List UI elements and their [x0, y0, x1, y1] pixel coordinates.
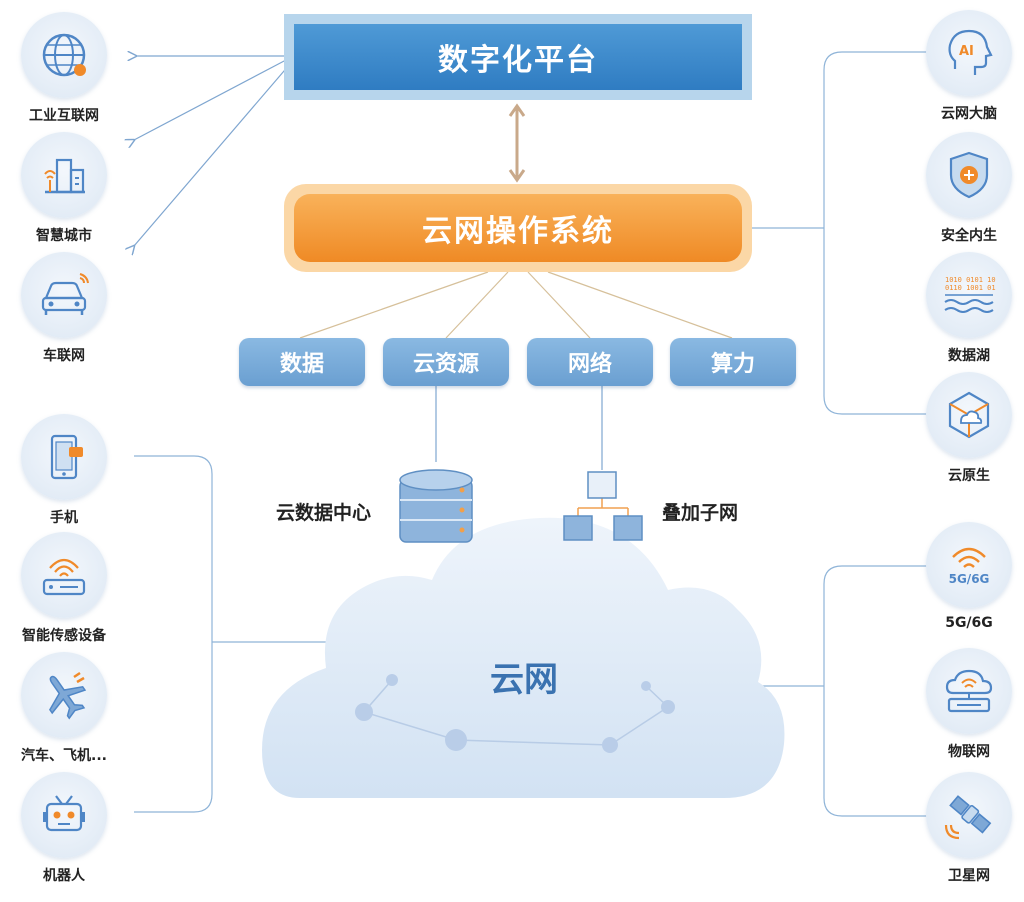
- node-endogenous-security: 安全内生: [914, 132, 1024, 245]
- node-label: 物联网: [948, 744, 990, 760]
- node-data-lake: 1010 0101 10 0110 1001 01 数据湖: [914, 252, 1024, 365]
- cloud-os-title: 云网操作系统: [294, 194, 742, 262]
- robot-icon: [43, 795, 85, 832]
- platform-arrows: [134, 56, 291, 246]
- resource-pill-network: 网络: [527, 338, 653, 386]
- node-smart-sensor: 智能传感设备: [9, 532, 119, 645]
- node-label: 云原生: [948, 468, 990, 484]
- node-label: 数据湖: [948, 348, 990, 364]
- node-iot: 物联网: [914, 648, 1024, 761]
- iot-icon: [945, 669, 993, 713]
- node-label: 手机: [50, 510, 78, 526]
- overlay-subnet-label: 叠加子网: [662, 502, 739, 524]
- phone-icon: [50, 434, 83, 480]
- wifi-5g-icon: 5G/6G: [949, 547, 990, 586]
- digital-platform-title: 数字化平台: [294, 24, 742, 90]
- svg-text:1010 0101 10: 1010 0101 10: [945, 276, 996, 284]
- node-label: 安全内生: [941, 228, 997, 244]
- node-satellite: 卫星网: [914, 772, 1024, 885]
- right-top-bracket: [752, 51, 930, 415]
- os-pill-lines: [299, 271, 733, 339]
- node-label: 汽车、飞机...: [21, 748, 107, 764]
- database-icon: [399, 469, 473, 543]
- ai-head-icon: AI: [948, 29, 993, 75]
- resource-pill-data: 数据: [239, 338, 365, 386]
- node-vehicles-aircraft: 汽车、飞机...: [9, 652, 119, 765]
- digital-platform-box: 数字化平台: [284, 14, 752, 100]
- node-robot: 机器人: [9, 772, 119, 885]
- resource-pill-cloud: 云资源: [383, 338, 509, 386]
- cloud-shape: [262, 517, 785, 798]
- ai-badge: AI: [959, 44, 974, 59]
- left-bottom-bracket: [134, 455, 330, 813]
- 5g-badge: 5G/6G: [949, 572, 990, 586]
- node-label: 智能传感设备: [22, 628, 106, 644]
- cloud-network-nodes: [355, 674, 675, 753]
- node-vehicle-network: 车联网: [9, 252, 119, 365]
- pill-down-lines: [435, 386, 603, 470]
- node-cloud-brain: AI 云网大脑: [914, 10, 1024, 123]
- subnet-icon: [577, 498, 629, 516]
- airplane-icon: [49, 671, 87, 720]
- right-bottom-bracket: [762, 565, 930, 817]
- node-label: 机器人: [43, 868, 85, 884]
- node-cloud-native: 云原生: [914, 372, 1024, 485]
- node-phone: 手机: [9, 414, 119, 527]
- svg-text:0110 1001 01: 0110 1001 01: [945, 284, 996, 292]
- cloud-os-box: 云网操作系统: [284, 184, 752, 272]
- platform-os-arrow: [508, 103, 526, 183]
- node-smart-city: 智慧城市: [9, 132, 119, 245]
- node-label: 云网大脑: [941, 106, 997, 122]
- shield-icon: [949, 151, 989, 199]
- cloud-network-label: 云网: [490, 660, 558, 700]
- datacenter-label: 云数据中心: [276, 502, 372, 524]
- node-label: 智慧城市: [36, 228, 92, 244]
- globe-icon: [42, 33, 86, 77]
- node-5g-6g: 5G/6G 5G/6G: [914, 522, 1024, 631]
- subnet-boxes: [563, 471, 643, 541]
- city-icon: [44, 158, 85, 194]
- cloud-native-icon: [948, 391, 990, 439]
- car-icon: [41, 273, 89, 315]
- node-label: 5G/6G: [945, 615, 993, 631]
- node-label: 车联网: [43, 348, 85, 364]
- router-icon: [42, 558, 86, 596]
- node-label: 卫星网: [948, 868, 990, 884]
- satellite-icon: [944, 795, 992, 840]
- node-label: 工业互联网: [29, 108, 99, 124]
- data-lake-icon: 1010 0101 10 0110 1001 01: [944, 276, 996, 313]
- node-industrial-internet: 工业互联网: [9, 12, 119, 125]
- resource-pill-compute: 算力: [670, 338, 796, 386]
